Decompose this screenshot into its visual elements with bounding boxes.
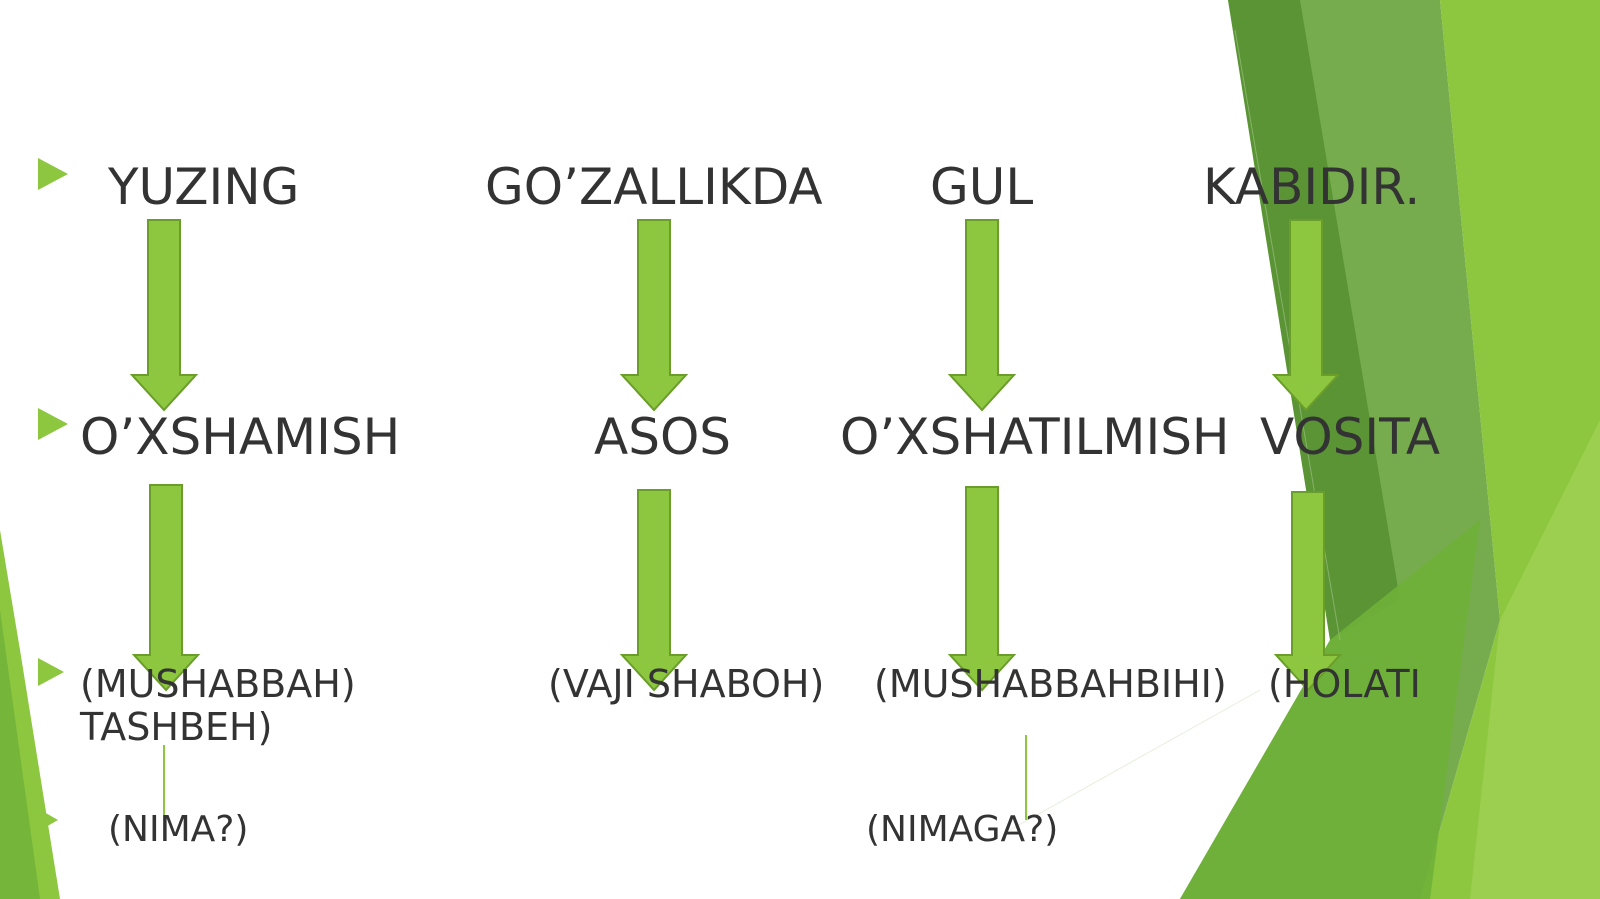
word-yuzing: YUZING: [108, 158, 300, 216]
arrow-row2-col3: [947, 486, 1017, 692]
arrow-row1-col1: [129, 219, 199, 412]
facet-highlight: [1470, 420, 1600, 899]
label-vaji-shaboh: (VAJI SHABOH): [548, 662, 825, 706]
word-oxshatilmish: O’XSHATILMISH: [840, 408, 1230, 466]
label-holati: (HOLATI: [1268, 662, 1421, 706]
bullet-row1: [38, 158, 68, 190]
word-gozallikda: GO’ZALLIKDA: [485, 158, 823, 216]
question-nimaga: (NIMAGA?): [866, 809, 1059, 850]
arrow-row1-col3: [947, 219, 1017, 412]
word-vosita: VOSITA: [1260, 408, 1441, 466]
arrow-row2-col4: [1273, 491, 1343, 692]
arrow-row1-col2: [619, 219, 689, 412]
arrow-row1-col4: [1271, 219, 1341, 412]
label-tashbeh: TASHBEH): [80, 705, 273, 749]
word-oxshamish: O’XSHAMISH: [80, 408, 401, 466]
label-mushabbahbihi: (MUSHABBAHBIHI): [874, 662, 1227, 706]
word-kabidir: KABIDIR.: [1203, 158, 1421, 216]
word-asos: ASOS: [594, 408, 732, 466]
question-nima: (NIMA?): [108, 809, 249, 850]
bullet-row4: [44, 812, 58, 828]
bullet-row3: [38, 658, 64, 686]
facet-bottom: [1180, 520, 1480, 899]
label-mushabbah: (MUSHABBAH): [80, 662, 356, 706]
bullet-row2: [38, 408, 68, 440]
word-gul: GUL: [930, 158, 1034, 216]
arrow-row2-col2: [619, 489, 689, 692]
arrow-row2-col1: [131, 484, 201, 692]
